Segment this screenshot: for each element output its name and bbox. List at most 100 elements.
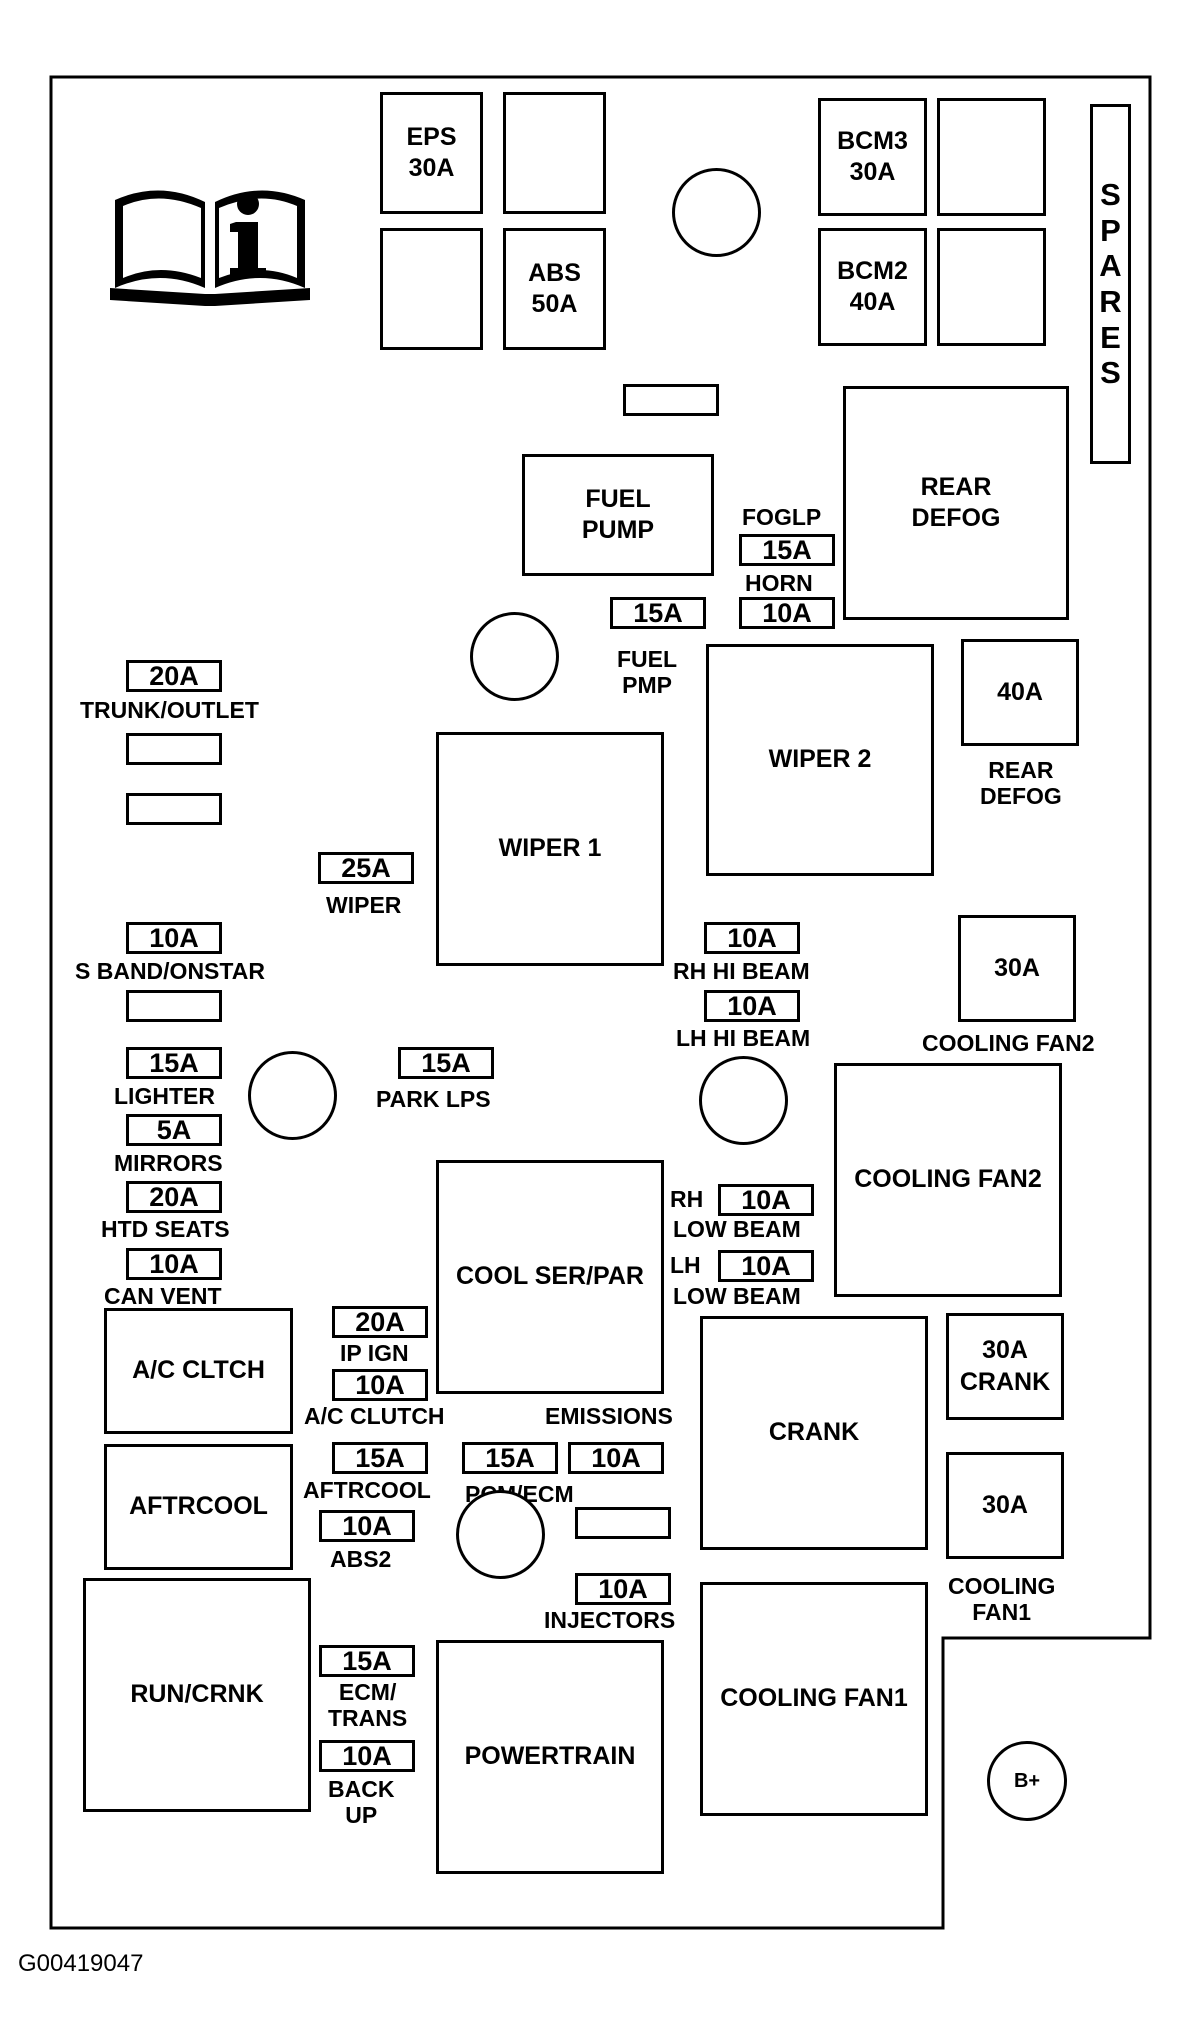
fuse-rating: 10A xyxy=(149,1248,199,1279)
mounting-hole xyxy=(248,1051,337,1140)
relay-eps: EPS 30A xyxy=(380,92,483,214)
fuse-rating: 10A xyxy=(591,1442,641,1473)
relay-crank-30a: 30A CRANK xyxy=(946,1313,1064,1420)
fuse-rating: 5A xyxy=(156,1114,192,1145)
label-aftrcool: AFTRCOOL xyxy=(303,1477,431,1503)
fuse-rating: 10A xyxy=(741,1250,791,1281)
fuse-rating: 10A xyxy=(598,1573,648,1604)
label-htd-seats: HTD SEATS xyxy=(101,1216,230,1242)
owner-manual-info-icon xyxy=(110,190,310,306)
label-wiper: WIPER xyxy=(326,892,402,918)
fuse-back-up: 10A xyxy=(319,1740,415,1772)
label-ac-clutch: A/C CLUTCH xyxy=(304,1403,445,1429)
relay-cooling-fan2-30a: 30A xyxy=(958,915,1076,1022)
fuse-rating: 10A xyxy=(355,1369,405,1400)
relay-crank: CRANK xyxy=(700,1316,928,1550)
fuse-rating: 20A xyxy=(355,1306,405,1337)
relay-blank-top-2 xyxy=(380,228,483,350)
relay-run-crnk: RUN/CRNK xyxy=(83,1578,311,1812)
mounting-hole xyxy=(672,168,761,257)
fuse-blank-fuse-top xyxy=(623,384,719,416)
label-fuel-pmp: FUEL PMP xyxy=(617,646,678,699)
fuse-emissions: 10A xyxy=(568,1442,664,1474)
fuse-rating: 15A xyxy=(633,597,683,628)
relay-blank-top-4 xyxy=(937,228,1046,346)
fuse-park-lps: 15A xyxy=(398,1047,494,1079)
mounting-hole xyxy=(470,612,559,701)
label-park-lps: PARK LPS xyxy=(376,1086,491,1112)
fuse-rating: 15A xyxy=(342,1645,392,1676)
label-lh: LH xyxy=(670,1252,701,1278)
relay-cooling-fan2-relay: COOLING FAN2 xyxy=(834,1063,1062,1297)
fuse-rating: 10A xyxy=(727,922,777,953)
fuse-rating: 10A xyxy=(342,1740,392,1771)
relay-fuel-pump: FUEL PUMP xyxy=(522,454,714,576)
label-lh-hi-beam: LH HI BEAM xyxy=(676,1025,811,1051)
fuse-injectors: 10A xyxy=(575,1573,671,1605)
fuse-htd-seats: 20A xyxy=(126,1181,222,1213)
relay-rear-defog-40a: 40A xyxy=(961,639,1079,746)
fuse-lh-low-beam: 10A xyxy=(718,1250,814,1282)
fuse-rh-low-beam: 10A xyxy=(718,1184,814,1216)
label-abs2: ABS2 xyxy=(330,1546,392,1572)
label-back-up: BACK UP xyxy=(328,1776,395,1829)
fuse-rating: 10A xyxy=(741,1184,791,1215)
fuse-abs2: 10A xyxy=(319,1510,415,1542)
fuse-lighter: 15A xyxy=(126,1047,222,1079)
relay-aftrcool: AFTRCOOL xyxy=(104,1444,293,1570)
spares-letter: S xyxy=(1100,177,1121,213)
label-foglp: FOGLP xyxy=(742,504,822,530)
fuse-ecm-trans: 15A xyxy=(319,1645,415,1677)
mounting-hole xyxy=(699,1056,788,1145)
spares-letter: E xyxy=(1100,319,1121,355)
relay-blank-top-1 xyxy=(503,92,606,214)
relay-cooling-fan1-30a: 30A xyxy=(946,1452,1064,1559)
fuse-blank-fuse-4 xyxy=(575,1507,671,1539)
battery-positive-terminal: B+ xyxy=(987,1741,1067,1821)
relay-wiper2: WIPER 2 xyxy=(706,644,934,876)
label-lh-low-beam: LOW BEAM xyxy=(673,1283,801,1309)
fuse-rating: 15A xyxy=(485,1442,535,1473)
label-rh-low-beam: LOW BEAM xyxy=(673,1216,801,1242)
relay-wiper1: WIPER 1 xyxy=(436,732,664,966)
fuse-rh-hi-beam: 10A xyxy=(704,922,800,954)
fuse-rating: 25A xyxy=(341,852,391,883)
fuse-blank-fuse-3 xyxy=(126,990,222,1022)
fuse-foglp: 15A xyxy=(739,534,835,566)
fuse-ip-ign: 20A xyxy=(332,1306,428,1338)
relay-abs: ABS 50A xyxy=(503,228,606,350)
fuse-pcm-ecm: 15A xyxy=(462,1442,558,1474)
label-s-band-onstar: S BAND/ONSTAR xyxy=(75,958,265,984)
label-ecm-trans: ECM/ TRANS xyxy=(328,1679,408,1732)
label-injectors: INJECTORS xyxy=(544,1607,676,1633)
fuse-rating: 10A xyxy=(727,990,777,1021)
fuse-mirrors: 5A xyxy=(126,1114,222,1146)
fuse-ac-clutch: 10A xyxy=(332,1369,428,1401)
fuse-rating: 15A xyxy=(149,1047,199,1078)
mounting-hole xyxy=(456,1490,545,1579)
fuse-rating: 15A xyxy=(355,1442,405,1473)
label-rh: RH xyxy=(670,1186,704,1212)
fuse-can-vent: 10A xyxy=(126,1248,222,1280)
relay-rear-defog-relay: REAR DEFOG xyxy=(843,386,1069,620)
fuse-fuel-pmp: 15A xyxy=(610,597,706,629)
label-trunk-outlet: TRUNK/OUTLET xyxy=(80,697,259,723)
fuse-rating: 10A xyxy=(762,597,812,628)
fuse-rating: 10A xyxy=(149,922,199,953)
relay-blank-top-3 xyxy=(937,98,1046,216)
relay-ac-cltch: A/C CLTCH xyxy=(104,1308,293,1434)
label-ip-ign: IP IGN xyxy=(340,1340,409,1366)
fuse-rating: 10A xyxy=(342,1510,392,1541)
spares-letter: A xyxy=(1099,248,1122,284)
label-rh-hi-beam: RH HI BEAM xyxy=(673,958,810,984)
relay-powertrain: POWERTRAIN xyxy=(436,1640,664,1874)
label-mirrors: MIRRORS xyxy=(114,1150,223,1176)
label-can-vent: CAN VENT xyxy=(104,1283,222,1309)
relay-cool-ser-par: COOL SER/PAR xyxy=(436,1160,664,1394)
label-emissions: EMISSIONS xyxy=(545,1403,673,1429)
fuse-s-band-onstar: 10A xyxy=(126,922,222,954)
figure-id: G00419047 xyxy=(18,1950,144,1977)
